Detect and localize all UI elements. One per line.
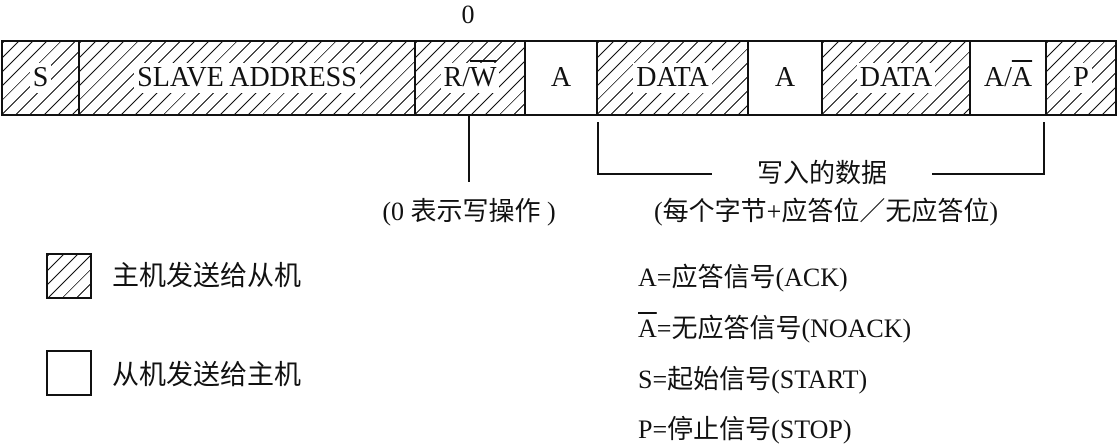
field-data-1-label: DATA xyxy=(633,63,712,93)
field-start-label: S xyxy=(29,63,52,93)
legend-plain-swatch xyxy=(46,350,92,396)
field-data-1: DATA xyxy=(598,42,749,114)
legend-master-to-slave: 主机发送给从机 xyxy=(112,261,301,291)
field-ack-1-label: A xyxy=(550,62,572,93)
definition-ack: A=应答信号(ACK) xyxy=(638,263,848,292)
data-bracket-right xyxy=(932,122,1045,175)
definition-start: S=起始信号(START) xyxy=(638,365,868,394)
write-operation-note: (0 表示写操作 ) xyxy=(382,197,556,226)
ack-noack-overlined: A xyxy=(1011,62,1033,93)
field-ack-2: A xyxy=(749,42,823,114)
legend-slave-to-master: 从机发送给主机 xyxy=(112,360,301,390)
data-title: 写入的数据 xyxy=(756,159,887,188)
field-stop: P xyxy=(1047,42,1115,114)
field-read-write-label: R/W xyxy=(440,62,500,93)
field-read-write: R/W xyxy=(416,42,526,114)
field-ack-2-label: A xyxy=(774,62,796,93)
noack-bar-letter: A xyxy=(638,314,657,343)
field-data-2-label: DATA xyxy=(856,63,936,93)
ack-noack-prefix: A/ xyxy=(983,62,1012,93)
noack-rest: =无应答信号(NOACK) xyxy=(656,314,912,343)
field-data-2: DATA xyxy=(823,42,971,114)
field-ack-or-noack: A/A xyxy=(971,42,1047,114)
data-bracket-left xyxy=(597,122,712,175)
legend-hatched-swatch xyxy=(46,253,92,299)
field-start: S xyxy=(3,42,80,114)
field-ack-or-noack-label: A/A xyxy=(984,62,1032,94)
rw-prefix: R/ xyxy=(443,62,471,93)
rw-overlined: W xyxy=(470,62,497,93)
field-ack-1: A xyxy=(526,42,598,114)
i2c-write-frame: S SLAVE ADDRESS R/W A DATA A DATA A/A P xyxy=(1,40,1117,116)
field-slave-address-label: SLAVE ADDRESS xyxy=(134,63,360,93)
data-note: (每个字节+应答位／无应答位) xyxy=(654,197,998,226)
field-stop-label: P xyxy=(1070,63,1092,93)
rw-bit-value: 0 xyxy=(461,0,475,29)
field-slave-address: SLAVE ADDRESS xyxy=(80,42,416,114)
definition-stop: P=停止信号(STOP) xyxy=(638,415,852,444)
definition-noack: A=无应答信号(NOACK) xyxy=(638,313,911,345)
